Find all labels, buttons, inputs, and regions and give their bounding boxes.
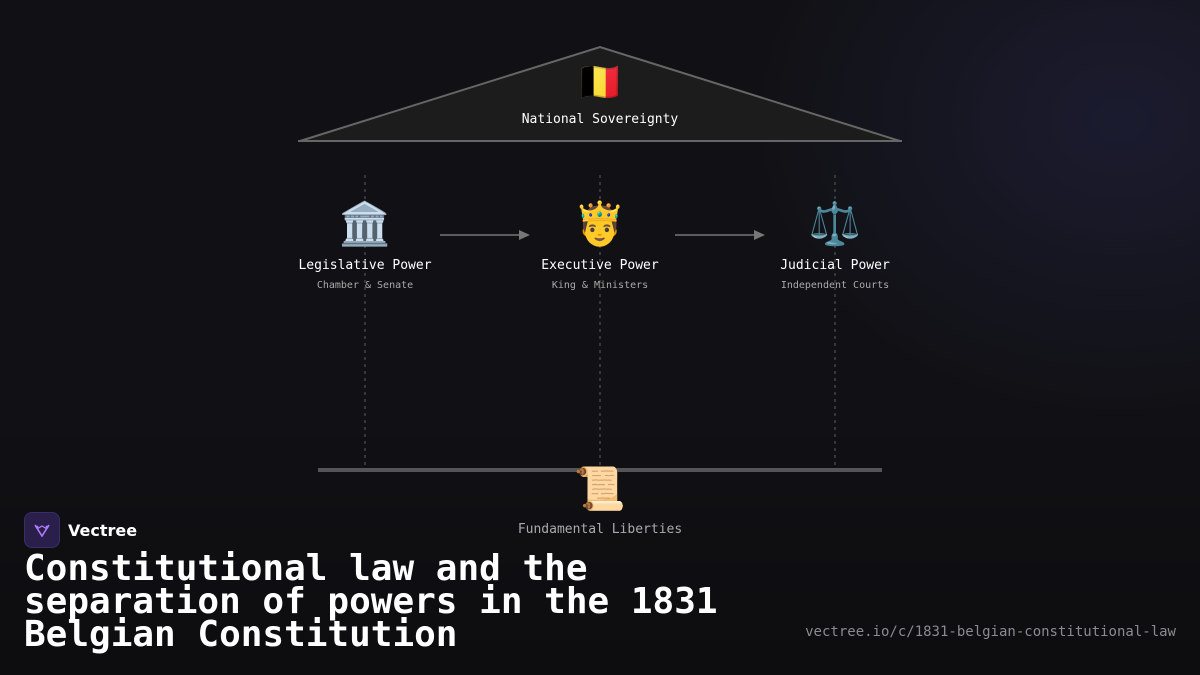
arrow-legislative-to-executive	[440, 230, 530, 240]
vectree-logo-icon	[24, 512, 60, 548]
sovereignty-label: National Sovereignty	[522, 112, 679, 127]
judicial-power-subtitle: Independent Courts	[781, 280, 889, 291]
page-title: Constitutional law and the separation of…	[24, 548, 718, 655]
scroll-icon: 📜	[574, 464, 626, 513]
classical-building-icon: 🏛️	[339, 199, 391, 248]
course-url[interactable]: vectree.io/c/1831-belgian-constitutional…	[805, 624, 1176, 640]
belgian-flag-icon: 🇧🇪	[576, 60, 623, 104]
brand: Vectree	[24, 512, 137, 548]
executive-power-subtitle: King & Ministers	[552, 280, 648, 291]
brand-name: Vectree	[68, 520, 138, 540]
balance-scale-icon: ⚖️	[809, 199, 861, 248]
fundamental-liberties-label: Fundamental Liberties	[518, 522, 682, 537]
legislative-power-subtitle: Chamber & Senate	[317, 280, 413, 291]
legislative-power-title: Legislative Power	[298, 258, 431, 273]
executive-power-title: Executive Power	[541, 258, 659, 273]
arrow-executive-to-judicial	[675, 230, 765, 240]
crowned-person-icon: 🤴	[574, 199, 626, 248]
judicial-power-title: Judicial Power	[780, 258, 890, 273]
